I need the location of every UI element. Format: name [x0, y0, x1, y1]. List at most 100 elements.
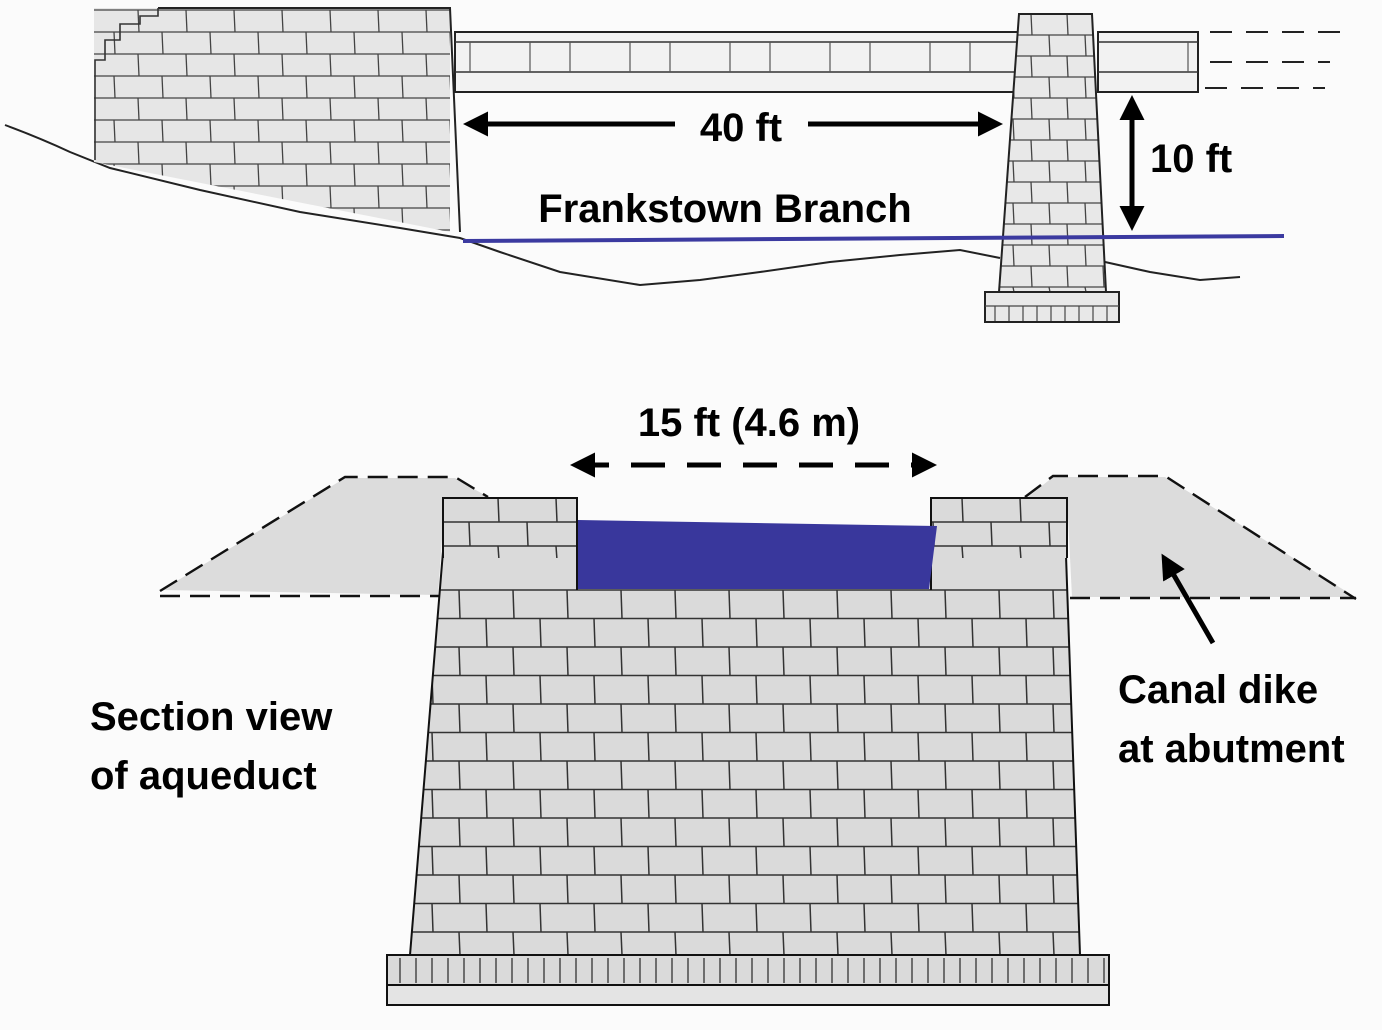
masonry-joint	[674, 589, 677, 619]
height-label: 10 ft	[1150, 137, 1232, 181]
masonry-joint	[512, 817, 515, 847]
masonry-joint	[353, 163, 356, 187]
masonry-joint	[497, 498, 500, 523]
masonry-joint	[836, 760, 839, 790]
masonry-joint	[405, 704, 406, 733]
masonry-joint	[890, 703, 893, 733]
masonry-joint	[281, 9, 284, 33]
masonry-joint	[485, 903, 488, 933]
masonry-joint	[405, 932, 406, 955]
section-masonry	[405, 526, 1082, 956]
masonry-joint	[281, 141, 284, 165]
masonry-joint	[209, 75, 212, 99]
masonry-joint	[728, 931, 731, 955]
masonry-joint	[137, 141, 140, 165]
masonry-joint	[647, 846, 650, 876]
masonry-joint	[1066, 97, 1069, 120]
masonry-joint	[1030, 55, 1033, 78]
masonry-joint	[539, 903, 542, 933]
masonry-joint	[728, 646, 731, 676]
masonry-joint	[1066, 265, 1069, 288]
masonry-joint	[566, 703, 569, 733]
masonry-joint	[161, 75, 164, 99]
masonry-joint	[1025, 789, 1028, 819]
masonry-joint	[1079, 789, 1080, 819]
masonry-joint	[512, 760, 515, 790]
masonry-joint	[113, 163, 116, 187]
masonry-joint	[620, 703, 623, 733]
masonry-joint	[257, 75, 260, 99]
canal-trunk	[454, 31, 1340, 93]
masonry-joint	[1066, 14, 1069, 36]
masonry-joint	[647, 618, 650, 648]
masonry-joint	[863, 903, 866, 933]
masonry-joint	[701, 732, 704, 762]
masonry-joint	[809, 732, 812, 762]
masonry-joint	[209, 207, 212, 231]
masonry-joint	[137, 53, 140, 77]
masonry-joint	[1019, 498, 1022, 523]
masonry-joint	[485, 675, 488, 705]
masonry-joint	[209, 163, 212, 187]
masonry-joint	[903, 498, 906, 523]
masonry-joint	[1052, 589, 1055, 619]
masonry-joint	[1048, 244, 1051, 267]
masonry-joint	[647, 675, 650, 705]
masonry-joint	[647, 789, 650, 819]
masonry-joint	[233, 53, 236, 77]
foundation-base	[386, 954, 1110, 1006]
masonry-joint	[161, 31, 164, 55]
masonry-joint	[449, 207, 450, 231]
masonry-joint	[281, 97, 284, 121]
masonry-joint	[539, 675, 542, 705]
masonry-joint	[944, 703, 947, 733]
masonry-joint	[971, 846, 974, 876]
masonry-joint	[1030, 97, 1033, 120]
masonry-joint	[782, 646, 785, 676]
masonry-joint	[1025, 846, 1028, 876]
masonry-joint	[728, 760, 731, 790]
masonry-joint	[782, 589, 785, 619]
masonry-joint	[90, 230, 91, 240]
masonry-joint	[233, 9, 236, 33]
masonry-joint	[485, 732, 488, 762]
masonry-joint	[425, 53, 428, 77]
masonry-joint	[836, 874, 839, 904]
masonry-joint	[539, 846, 542, 876]
masonry-joint	[782, 760, 785, 790]
masonry-joint	[971, 675, 974, 705]
masonry-joint	[377, 97, 380, 121]
masonry-joint	[233, 97, 236, 121]
masonry-joint	[782, 874, 785, 904]
masonry-joint	[185, 229, 188, 232]
masonry-joint	[995, 266, 996, 287]
masonry-joint	[971, 618, 974, 648]
masonry-joint	[593, 618, 596, 648]
masonry-joint	[1084, 202, 1087, 225]
width-label: 15 ft (4.6 m)	[638, 401, 860, 445]
masonry-joint	[431, 618, 434, 648]
masonry-joint	[566, 817, 569, 847]
masonry-joint	[701, 618, 704, 648]
masonry-joint	[281, 229, 284, 232]
masonry-joint	[377, 229, 380, 232]
section-view: 15 ft (4.6 m) Section view of aqueduct C…	[90, 401, 1357, 1006]
masonry-joint	[620, 646, 623, 676]
masonry-joint	[1025, 732, 1028, 762]
masonry-joint	[1012, 118, 1015, 141]
masonry-joint	[555, 545, 558, 558]
masonry-joint	[566, 931, 569, 955]
masonry-joint	[257, 207, 260, 231]
masonry-joint	[674, 874, 677, 904]
masonry-joint	[329, 53, 332, 77]
masonry-joint	[755, 846, 758, 876]
masonry-joint	[613, 498, 616, 523]
masonry-joint	[458, 589, 461, 619]
masonry-joint	[458, 931, 461, 955]
section-title-line2: of aqueduct	[90, 754, 317, 798]
masonry-joint	[971, 789, 974, 819]
masonry-joint	[401, 31, 404, 55]
masonry-joint	[401, 119, 404, 143]
masonry-joint	[674, 703, 677, 733]
